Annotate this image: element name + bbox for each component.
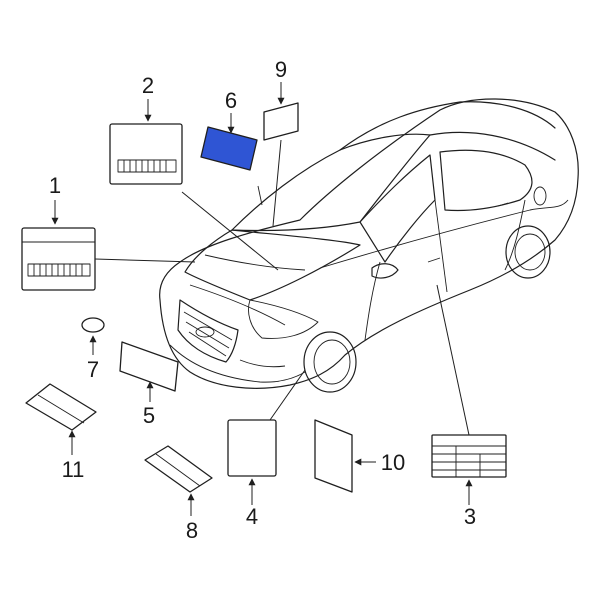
callout-4[interactable]: 4 <box>246 504 258 529</box>
part-4-label[interactable] <box>227 419 277 477</box>
callout-8[interactable]: 8 <box>186 518 198 543</box>
part-6-highlighted-label[interactable] <box>200 126 258 171</box>
part-5-label[interactable] <box>119 341 179 392</box>
callout-7[interactable]: 7 <box>87 357 99 382</box>
part-7-oval-label[interactable] <box>81 317 105 333</box>
part-11-label[interactable] <box>25 383 97 431</box>
part-8-label[interactable] <box>144 445 213 493</box>
callout-2[interactable]: 2 <box>142 73 154 98</box>
callout-3[interactable]: 3 <box>464 504 476 529</box>
callout-10[interactable]: 10 <box>381 450 405 475</box>
callout-11[interactable]: 11 <box>62 457 85 482</box>
part-9-label[interactable] <box>263 102 299 141</box>
part-2-label[interactable] <box>109 123 183 185</box>
callout-6[interactable]: 6 <box>225 88 237 113</box>
callout-1[interactable]: 1 <box>49 173 61 198</box>
callout-numbers: 1 2 3 4 5 6 7 8 9 10 11 <box>49 57 476 543</box>
part-3-tire-info-label[interactable] <box>431 434 507 478</box>
vehicle-illustration <box>159 98 579 393</box>
part-1-emission-label[interactable] <box>21 227 96 291</box>
callout-9[interactable]: 9 <box>275 57 287 82</box>
callout-5[interactable]: 5 <box>143 403 155 428</box>
part-10-label[interactable] <box>314 419 353 493</box>
leader-lines <box>51 82 473 516</box>
